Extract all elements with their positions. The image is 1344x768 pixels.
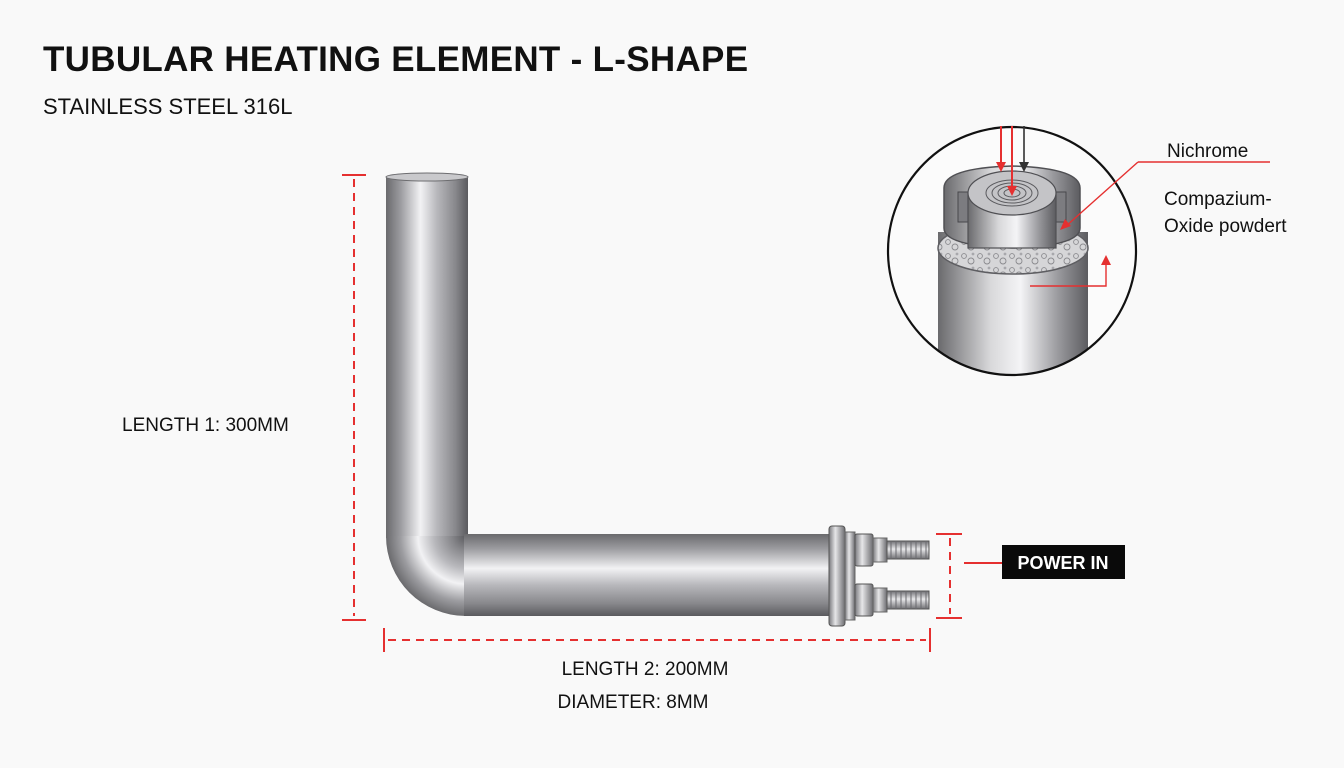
upper-terminal-nut xyxy=(854,533,874,567)
upper-terminal-thread xyxy=(886,540,930,560)
terminal-fittings xyxy=(828,525,930,627)
lower-terminal-nut xyxy=(854,583,874,617)
lower-terminal-thread xyxy=(886,590,930,610)
inset-powder-label-line2: Oxide powdert xyxy=(1164,216,1287,237)
tube-horizontal-leg xyxy=(464,534,836,616)
length1-dimension xyxy=(342,174,366,621)
diameter-label: DIAMETER: 8MM xyxy=(558,692,709,713)
tube-bend xyxy=(386,534,468,616)
length2-label: LENGTH 2: 200MM xyxy=(562,659,729,680)
cross-section-inset xyxy=(886,125,1270,377)
tube-top-end xyxy=(385,172,469,182)
diameter-dimension xyxy=(936,533,1002,619)
tube-vertical-leg xyxy=(386,176,468,538)
inset-powder-label-line1: Compazium- xyxy=(1164,189,1272,210)
inset-wire-label: Nichrome xyxy=(1167,141,1248,162)
terminal-flange xyxy=(828,525,846,627)
page-title: TUBULAR HEATING ELEMENT - L-SHAPE xyxy=(43,40,749,79)
power-in-label: POWER IN xyxy=(1017,553,1108,573)
power-in-badge xyxy=(1002,545,1125,579)
length1-label: LENGTH 1: 300MM xyxy=(122,415,289,436)
page-subtitle: STAINLESS STEEL 316L xyxy=(43,94,293,119)
length2-dimension xyxy=(383,628,931,652)
